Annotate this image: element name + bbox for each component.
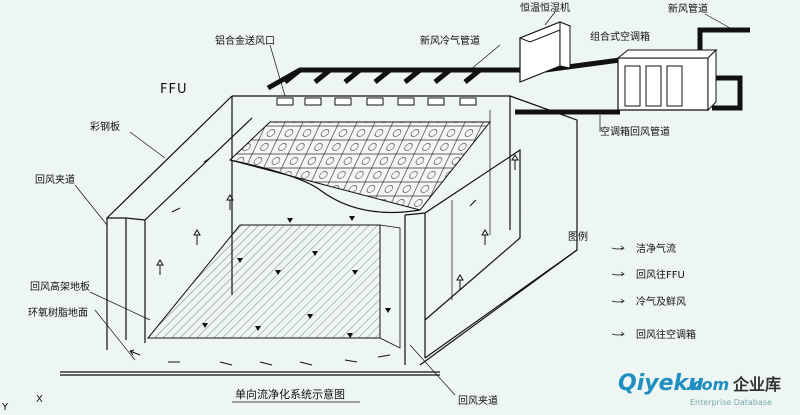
legend-label: 洁净气流 [636, 242, 676, 255]
diagram-caption: 单向流净化系统示意图 [235, 387, 345, 401]
legend: 图例 洁净气流 回风往FFU 冷气及鲜风 回风往空调箱 [568, 230, 696, 341]
label-alu-supply-vent: 铝合金送风口 [215, 34, 275, 47]
label-return-duct-ahu: 空调箱回风管道 [600, 125, 670, 138]
legend-label: 回风往FFU [636, 268, 685, 281]
return-to-ahu-icon [611, 331, 625, 337]
label-combined-ahu: 组合式空调箱 [590, 30, 650, 43]
watermark-brand: Qiyeku [618, 371, 704, 396]
legend-item-clean-airflow: 洁净气流 [611, 242, 676, 255]
legend-title: 图例 [568, 230, 588, 243]
label-return-passage-left: 回风夹道 [35, 173, 75, 186]
supply-vents [276, 97, 477, 106]
legend-item-return-ahu: 回风往空调箱 [611, 328, 696, 341]
constant-temp-machine [518, 21, 572, 83]
legend-item-return-ffu: 回风往FFU [611, 268, 685, 281]
watermark-cn: 企业库 [732, 375, 781, 394]
label-constant-temp: 恒温恒湿机 [520, 1, 570, 14]
watermark-domain: .com [686, 375, 729, 394]
legend-label: 冷气及鲜风 [636, 295, 686, 308]
label-return-passage-bottom: 回风夹道 [458, 394, 498, 407]
upflow-arrows [156, 154, 519, 290]
duct-lines [266, 27, 750, 115]
downflow-arrows [202, 208, 391, 338]
label-fresh-air-duct: 新风管道 [668, 2, 708, 15]
ffu-ceiling [229, 121, 492, 214]
floor-arrows [129, 157, 477, 366]
axis-marks: Y X [1, 394, 43, 413]
watermark-sub: Enterprise Database [690, 398, 772, 407]
cold-fresh-air-icon [611, 298, 625, 304]
label-ffu: FFU [160, 82, 187, 97]
return-to-ffu-icon [611, 271, 625, 277]
room-shell [106, 95, 578, 366]
legend-item-cold-fresh: 冷气及鲜风 [611, 295, 686, 308]
watermark: Qiyeku .com 企业库 Enterprise Database [618, 371, 781, 407]
label-epoxy-floor: 环氧树脂地面 [28, 306, 88, 319]
legend-label: 回风往空调箱 [636, 328, 696, 341]
label-color-steel: 彩钢板 [90, 120, 120, 133]
leader-lines [74, 11, 731, 396]
axis-mark-x: X [36, 394, 43, 405]
label-fresh-cold-duct: 新风冷气管道 [420, 34, 480, 47]
raised-floor [60, 224, 440, 376]
axis-mark-y: Y [1, 402, 9, 413]
label-raised-floor: 回风高架地板 [30, 280, 90, 293]
clean-airflow-icon [611, 245, 625, 251]
combined-ahu [616, 48, 718, 112]
